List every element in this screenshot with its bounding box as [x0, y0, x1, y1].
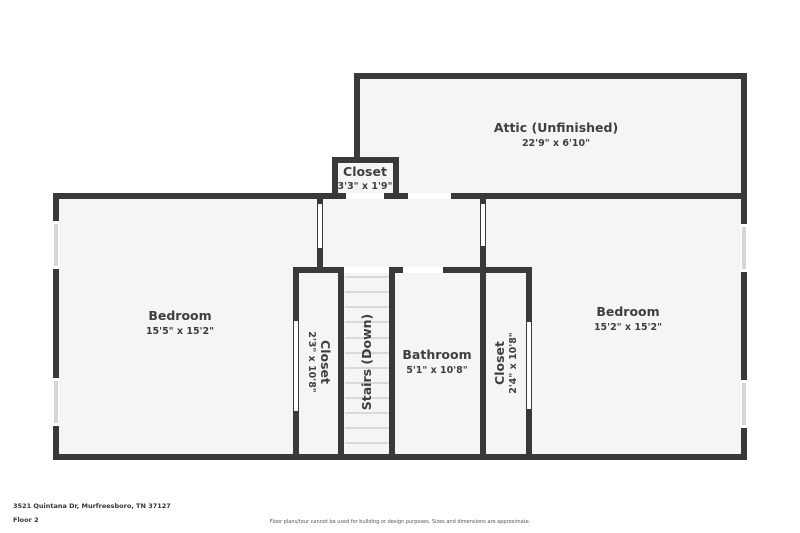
stairs-treads: [345, 276, 390, 444]
room-attic: Attic (Unfinished) 22'9" x 6'10": [494, 120, 618, 149]
room-dimensions: 2'4" x 10'8": [508, 332, 519, 394]
room-name: Bathroom: [402, 347, 471, 362]
openings: [294, 193, 531, 411]
room-dimensions: 5'1" x 10'8": [406, 365, 468, 376]
windows: [53, 221, 747, 428]
room-closet-right: Closet 2'4" x 10'8": [492, 332, 519, 394]
floor-label: Floor 2: [13, 516, 39, 524]
property-address: 3521 Quintana Dr, Murfreesboro, TN 37127: [13, 502, 171, 510]
room-stairs: Stairs (Down): [359, 314, 374, 411]
room-name: Bedroom: [596, 304, 659, 319]
room-name: Closet: [492, 341, 507, 385]
room-name: Bedroom: [148, 308, 211, 323]
room-dimensions: 15'2" x 15'2": [594, 322, 662, 333]
room-bedroom-right: Bedroom 15'2" x 15'2": [594, 304, 662, 333]
room-name: Closet: [318, 340, 333, 384]
room-closet-left: Closet 2'3" x 10'8": [306, 331, 333, 393]
room-name: Attic (Unfinished): [494, 120, 618, 135]
room-name: Closet: [343, 164, 387, 179]
room-closet-top: Closet 3'3" x 1'9": [338, 164, 393, 192]
room-bathroom: Bathroom 5'1" x 10'8": [402, 347, 471, 376]
floor-fills: [54, 74, 746, 459]
disclaimer-text: Floor plans/tour cannot be used for buil…: [269, 519, 531, 525]
room-dimensions: 3'3" x 1'9": [338, 181, 393, 192]
room-bedroom-left: Bedroom 15'5" x 15'2": [146, 308, 214, 337]
room-dimensions: 15'5" x 15'2": [146, 326, 214, 337]
room-dimensions: 2'3" x 10'8": [306, 331, 317, 393]
room-dimensions: 22'9" x 6'10": [522, 138, 590, 149]
room-name: Stairs (Down): [359, 314, 374, 411]
